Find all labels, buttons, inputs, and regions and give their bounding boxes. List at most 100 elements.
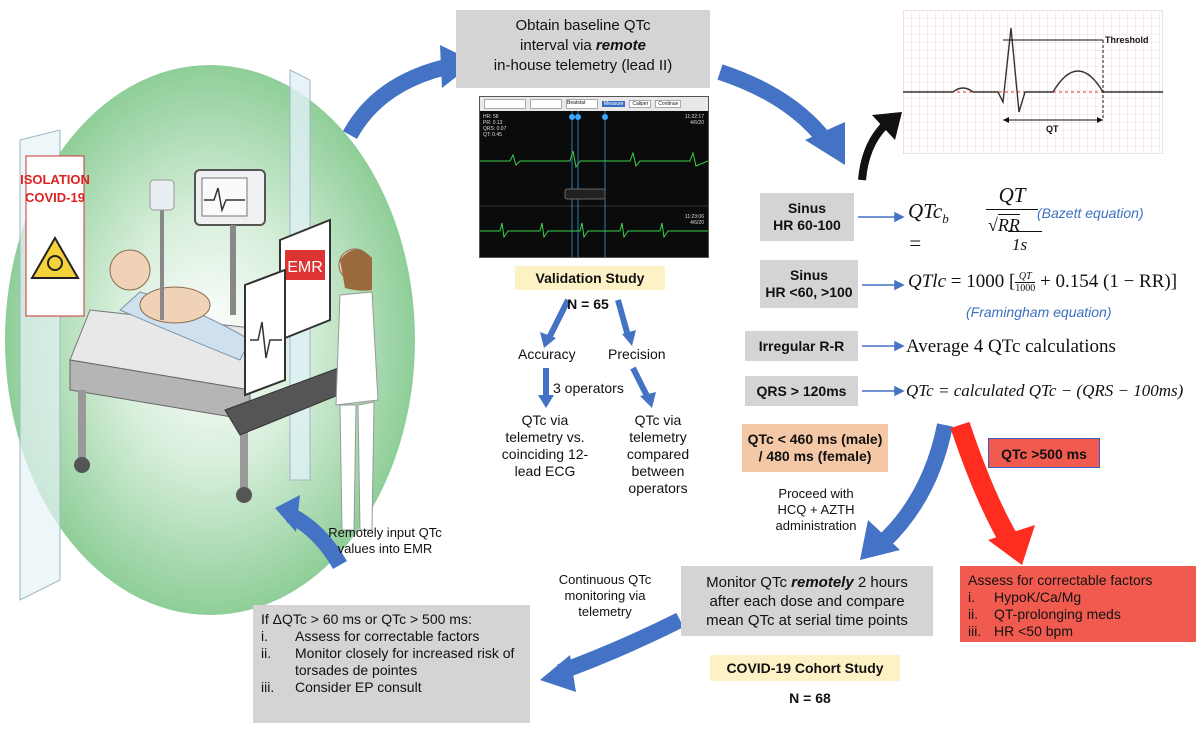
- accuracy-result-l4: lead ECG: [514, 463, 576, 479]
- operators-label: 3 operators: [553, 380, 624, 396]
- rule-sinus-abnormal: Sinus HR <60, >100: [760, 260, 858, 308]
- correctable-text: HypoK/Ca/Mg: [994, 589, 1082, 605]
- precision-label: Precision: [608, 346, 666, 362]
- arrow-to-precision-head: [622, 330, 636, 346]
- continuous-l2: monitoring via: [564, 588, 646, 603]
- qtc-normal-line2: / 480 ms (female): [758, 448, 872, 464]
- emr-screen-label: EMR: [287, 259, 323, 276]
- correctable-list: i. HypoK/Ca/Mg ii. QT-prolonging meds iii.…: [968, 589, 1196, 640]
- action-item: ii.Monitor closely for increased risk of…: [261, 645, 524, 679]
- framingham-note: (Framingham equation): [966, 304, 1112, 320]
- cohort-study-label: COVID-19 Cohort Study: [710, 655, 900, 681]
- vital-qt: QT: 0.45: [483, 132, 502, 138]
- vital-qrs: QRS: 0.07: [483, 126, 507, 132]
- arrow-to-monitor-head: [860, 520, 900, 560]
- correctable-text: HR <50 bpm: [994, 623, 1073, 639]
- remote-input-label: Remotely input QTc values into EMR: [315, 525, 455, 557]
- monitor-line1: Monitor QTc remotely 2 hours: [681, 573, 933, 592]
- toolbar-select[interactable]: [530, 99, 562, 109]
- arrow-baseline-to-rules-head: [805, 122, 845, 165]
- remote-input-l2: values into EMR: [337, 541, 433, 556]
- validation-n: N = 65: [567, 296, 609, 312]
- baseline-line3: in-house telemetry (lead II): [493, 57, 673, 74]
- precision-result-l2: telemetry: [629, 429, 687, 445]
- arrow-to-accuracy-head: [540, 332, 556, 348]
- action-item: iii. Consider EP consult: [261, 679, 524, 696]
- accuracy-result-l1: QTc via: [521, 412, 569, 428]
- clinician-figure: [335, 248, 379, 531]
- correctable-factors-box: Assess for correctable factors i.HypoK/C…: [960, 566, 1196, 642]
- precision-result-l3: compared: [626, 446, 690, 462]
- toolbar-continue[interactable]: Continue: [655, 100, 682, 108]
- correctable-item: ii. QT-prolonging meds: [968, 606, 1196, 623]
- irregular-formula: Average 4 QTc calculations: [906, 336, 1116, 357]
- toolbar-caliper[interactable]: Caliper: [629, 100, 652, 108]
- monitor-line2: after each dose and compare: [709, 593, 905, 610]
- correctable-num: i.: [968, 589, 975, 605]
- arrow-to-ecg: [858, 122, 888, 181]
- action-text: Consider EP consult: [295, 679, 422, 695]
- qtc-normal-line1: QTc < 460 ms (male): [747, 431, 883, 447]
- arrow-action-to-scene-head: [275, 495, 300, 532]
- action-header: If ΔQTc > 60 ms or QTc > 500 ms:: [261, 611, 472, 627]
- correctable-item: i. HypoK/Ca/Mg: [968, 589, 1196, 606]
- action-item: i.Assess for correctable factors: [261, 628, 524, 645]
- correctable-item: iii. HR <50 bpm: [968, 623, 1196, 640]
- time1: 11:22:17: [684, 114, 704, 120]
- proceed-l1: Proceed with: [778, 486, 854, 501]
- toolbar-select[interactable]: [484, 99, 526, 109]
- rule-irregular: Irregular R-R: [745, 331, 858, 361]
- proceed-text: Proceed with HCQ + AZTH administration: [760, 486, 872, 534]
- arrow-accuracy-to-result-head: [538, 395, 554, 408]
- toolbar-beatstat[interactable]: Beatstat: [566, 99, 598, 109]
- action-list: i.Assess for correctable factors ii.Moni…: [261, 628, 524, 696]
- accuracy-label: Accuracy: [518, 346, 576, 362]
- qtc-normal-box: QTc < 460 ms (male) / 480 ms (female): [742, 424, 888, 472]
- ecg-qt-diagram: Threshold QT: [903, 10, 1163, 154]
- isolation-sign: ISOLATION COVID-19: [20, 155, 90, 317]
- correctable-num: ii.: [968, 606, 979, 622]
- ecg-threshold-label: Threshold: [1105, 35, 1149, 45]
- qtc-high-box: QTc >500 ms: [988, 438, 1100, 468]
- isolation-room-illustration: ISOLATION COVID-19 EMR: [5, 65, 415, 615]
- bazett-note: (Bazett equation): [1037, 205, 1144, 221]
- telemetry-toolbar: Beatstat Measure Caliper Continue: [480, 97, 708, 111]
- monitor-line3: mean QTc at serial time points: [706, 612, 908, 629]
- rule-qrs: QRS > 120ms: [745, 376, 858, 406]
- monitor-line1-remotely: remotely: [791, 574, 854, 591]
- rule-arrows: [858, 211, 905, 397]
- baseline-line2-remote: remote: [595, 37, 646, 54]
- telemetry-vitals: HR: 58 PR: 0.13 QRS: 0.07 QT: 0.45: [483, 114, 506, 138]
- time2: 11:23:06: [684, 214, 704, 220]
- correctable-num: iii.: [968, 623, 982, 639]
- continuous-l3: telemetry: [578, 604, 632, 619]
- covid-sign-text: COVID-19: [25, 190, 85, 205]
- rule-sinus-normal: Sinus HR 60-100: [760, 193, 854, 241]
- action-num: iii.: [261, 679, 275, 695]
- cohort-n: N = 68: [789, 690, 831, 706]
- arrow-precision-to-result-head: [640, 392, 656, 408]
- validation-study-label: Validation Study: [515, 266, 665, 290]
- baseline-qtc-box: Obtain baseline QTc interval via remote …: [456, 10, 710, 88]
- precision-result-l5: operators: [628, 480, 688, 496]
- arrow-to-precision: [615, 299, 631, 337]
- ecg-qt-label: QT: [1046, 124, 1059, 134]
- correctable-text: QT-prolonging meds: [994, 606, 1121, 622]
- arrow-to-ecg-head: [872, 112, 902, 140]
- monitor-line1-a: Monitor QTc: [706, 574, 792, 591]
- action-criteria-box: If ΔQTc > 60 ms or QTc > 500 ms: i.Asses…: [253, 605, 530, 723]
- iv-pole: [149, 179, 175, 320]
- vital-hr: HR: 58: [483, 114, 499, 120]
- telemetry-time2: 11:23:06 4/6/20: [685, 214, 704, 226]
- precision-result-l4: between: [631, 463, 685, 479]
- vital-pr: PR: 0.13: [483, 120, 503, 126]
- action-text: Monitor closely for increased risk of to…: [295, 645, 515, 678]
- arrow-scene-to-baseline: [342, 57, 457, 139]
- patient-figure: [109, 249, 251, 361]
- toolbar-measure[interactable]: Measure: [602, 101, 626, 107]
- arrow-to-accuracy: [545, 298, 571, 342]
- arrow-precision-to-result: [630, 366, 651, 400]
- baseline-line1: Obtain baseline QTc: [515, 17, 651, 34]
